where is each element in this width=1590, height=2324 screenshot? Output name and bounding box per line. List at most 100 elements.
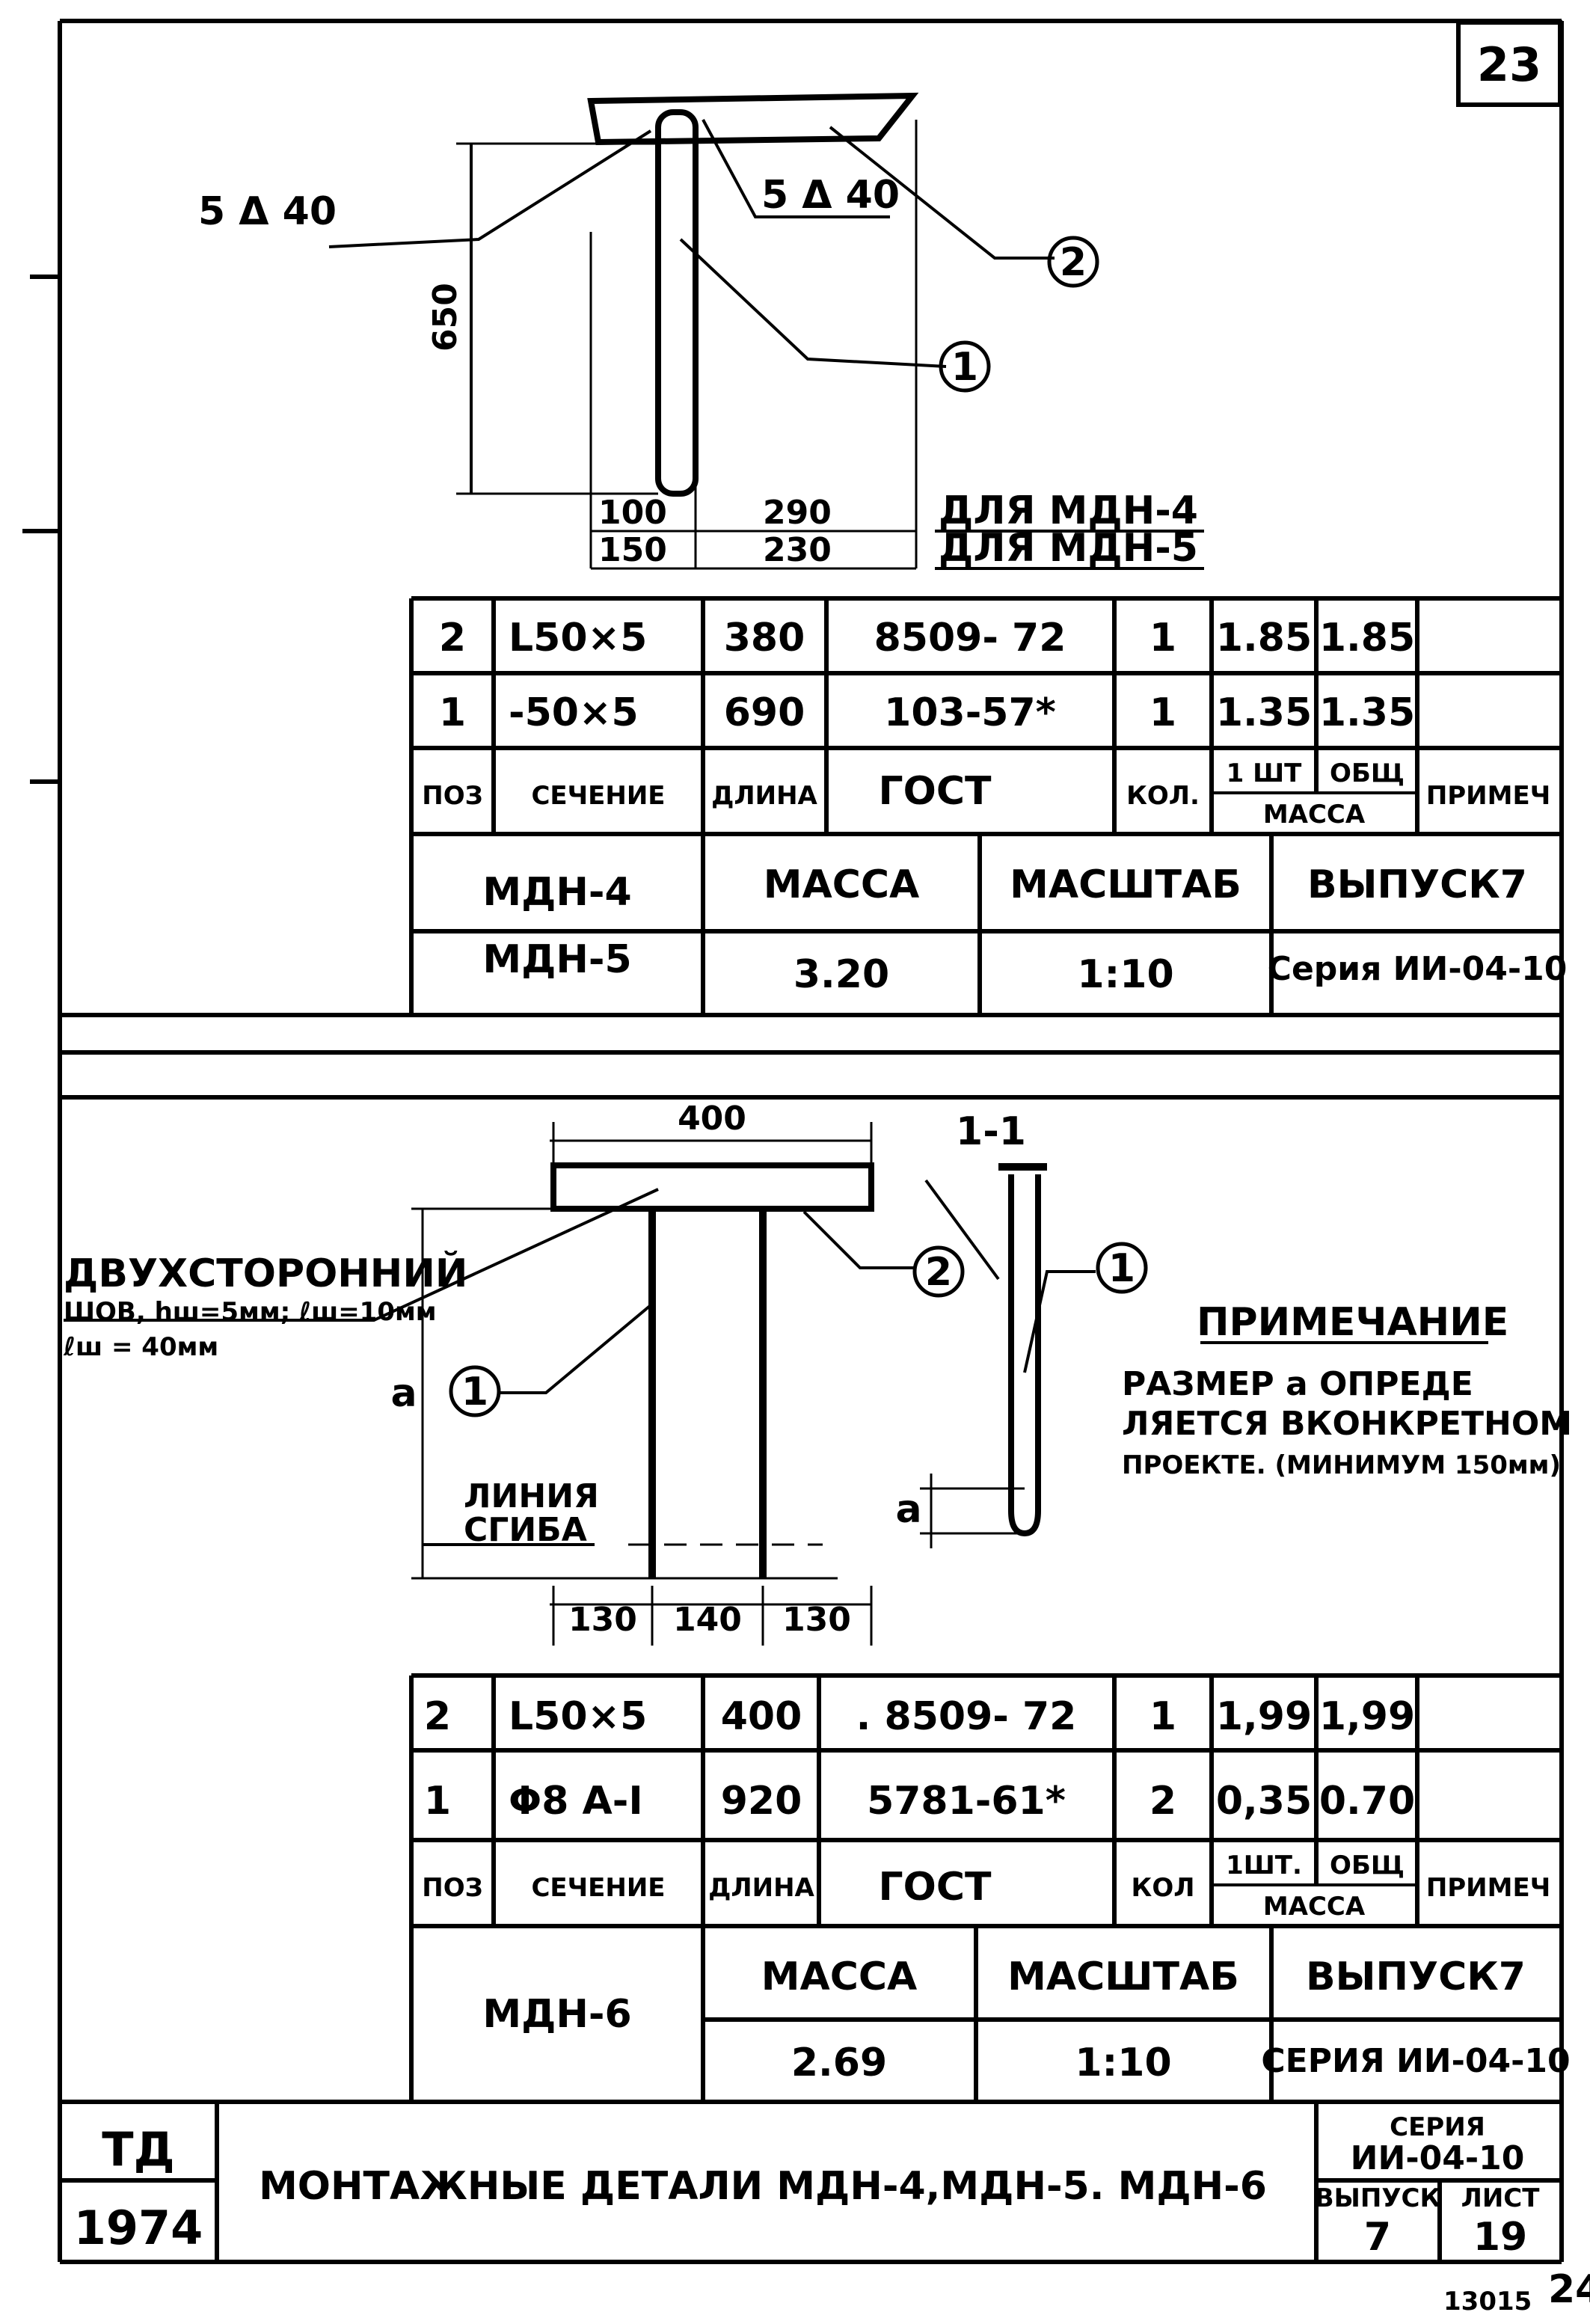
bottom-header-note: ПРИМЕЧ — [1426, 1873, 1550, 1903]
bottom-row1-length: 400 — [721, 1694, 802, 1739]
footer-sheet-label: ЛИСТ — [1461, 2183, 1541, 2213]
top-title-name1: МДН-4 — [482, 870, 631, 915]
weld-callout-left: 5 Δ 40 — [198, 189, 337, 234]
footer-org: ТД — [102, 2122, 175, 2177]
label-mdn4: ДЛЯ МДН-4 — [939, 488, 1198, 533]
top-row2-mass-unit: 1.35 — [1216, 690, 1312, 735]
top-labels: 5 Δ 40 5 Δ 40 2 1 650 100 150 290 230 ДЛ… — [198, 173, 1198, 571]
top-spec-table — [409, 596, 1562, 1015]
top-title-name2: МДН-5 — [482, 937, 631, 982]
top-row2-length: 690 — [724, 690, 805, 735]
dim-150: 150 — [598, 531, 667, 569]
weld-note-line2: ШОВ, hш=5мм; ℓш=10мм — [64, 1297, 437, 1327]
bottom-row2-gost: 5781-61* — [867, 1779, 1066, 1824]
footer-series-label: СЕРИЯ — [1390, 2112, 1485, 2142]
top-header-mass-unit: 1 ШТ — [1227, 758, 1302, 788]
top-row1-gost: 8509- 72 — [874, 616, 1066, 660]
top-row1-mass-unit: 1.85 — [1216, 616, 1312, 660]
bend-line-label1: ЛИНИЯ — [464, 1477, 599, 1515]
note-line2: ЛЯЕТСЯ ВКОНКРЕТНОМ — [1122, 1405, 1572, 1443]
footer-title: МОНТАЖНЫЕ ДЕТАЛИ МДН-4,МДН-5. МДН-6 — [259, 2164, 1267, 2209]
bottom-row2-section: Φ8 A-I — [509, 1779, 643, 1824]
dim-290: 290 — [763, 494, 832, 532]
archive-mark-left: 13015 — [1443, 2287, 1532, 2317]
bottom-scale-value: 1:10 — [1075, 2041, 1171, 2085]
bottom-mass-value: 2.69 — [791, 2041, 887, 2085]
bottom-row1-mass-unit: 1,99 — [1216, 1694, 1312, 1739]
label-mdn5: ДЛЯ МДН-5 — [939, 526, 1198, 571]
position-1-marker-bottom: 1 — [461, 1370, 488, 1414]
top-row1-qty: 1 — [1149, 616, 1176, 660]
dim-130-right: 130 — [782, 1601, 851, 1639]
top-row2-gost: 103-57* — [884, 690, 1056, 735]
note-line3: ПРОЕКТЕ. (МИНИМУМ 150мм) — [1122, 1450, 1561, 1480]
bottom-issue: ВЫПУСК7 — [1306, 1954, 1526, 1999]
dim-130-left: 130 — [568, 1601, 637, 1639]
footer-stamp — [60, 2100, 1562, 2262]
bottom-spec-cells: 2 L50×5 400 . 8509- 72 1 1,99 1,99 1 Φ8 … — [422, 1694, 1570, 2085]
bottom-header-mass: МАССА — [1263, 1892, 1366, 1922]
dim-a-vertical: a — [390, 1371, 417, 1416]
bottom-row1-qty: 1 — [1149, 1694, 1176, 1739]
top-row2-section: -50×5 — [509, 690, 639, 735]
bottom-header-qty: КОЛ — [1132, 1873, 1195, 1903]
top-row1-pos: 2 — [439, 616, 466, 660]
top-scale-label: МАСШТАБ — [1010, 862, 1241, 907]
note-line1: РАЗМЕР a ОПРЕДЕ — [1122, 1365, 1473, 1403]
bottom-row2-qty: 2 — [1149, 1779, 1176, 1824]
top-row1-length: 380 — [724, 616, 805, 660]
bottom-scale-label: МАСШТАБ — [1007, 1954, 1239, 1999]
sheet-number-box: 23 — [1456, 20, 1562, 107]
bottom-drawing — [64, 1122, 1488, 1646]
position-2-marker: 2 — [1060, 240, 1087, 285]
top-row2-pos: 1 — [439, 690, 466, 735]
dim-a-hook: a — [895, 1487, 921, 1532]
bottom-row2-mass-total: 0.70 — [1319, 1779, 1415, 1824]
dim-100: 100 — [598, 494, 667, 532]
bottom-header-section: СЕЧЕНИЕ — [531, 1873, 665, 1903]
note-title: ПРИМЕЧАНИЕ — [1197, 1300, 1508, 1345]
top-spec-cells: 2 L50×5 380 8509- 72 1 1.85 1.85 1 -50×5… — [422, 616, 1567, 997]
top-header-length: ДЛИНА — [711, 781, 817, 811]
dim-400: 400 — [678, 1100, 746, 1138]
dim-height: 650 — [426, 283, 464, 352]
top-header-note: ПРИМЕЧ — [1426, 781, 1550, 811]
top-series: Серия ИИ-04-10 — [1268, 950, 1568, 988]
weld-note-line3: ℓш = 40мм — [63, 1332, 218, 1362]
position-2-marker-bottom: 2 — [925, 1250, 952, 1295]
footer-text: ТД 1974 МОНТАЖНЫЕ ДЕТАЛИ МДН-4,МДН-5. МД… — [74, 2112, 1541, 2260]
top-row2-mass-total: 1.35 — [1319, 690, 1415, 735]
weld-note-line1: ДВУХСТОРОННИЙ — [64, 1251, 467, 1296]
bottom-series: СЕРИЯ ИИ-04-10 — [1261, 2042, 1570, 2080]
footer-issue-label: ВЫПУСК — [1315, 2183, 1441, 2213]
top-header-qty: КОЛ. — [1126, 781, 1200, 811]
dim-230: 230 — [763, 531, 832, 569]
top-row1-section: L50×5 — [509, 616, 647, 660]
outer-frame — [58, 19, 1564, 2264]
top-mass-label: МАССА — [764, 862, 920, 907]
footer-sheet-value: 19 — [1473, 2215, 1527, 2260]
position-1-marker: 1 — [951, 345, 978, 390]
bottom-mass-label: МАССА — [761, 1954, 918, 1999]
dim-140: 140 — [673, 1601, 742, 1639]
bend-line-label2: СГИБА — [464, 1511, 587, 1549]
top-row1-mass-total: 1.85 — [1319, 616, 1415, 660]
archive-mark-right: 24 — [1548, 2267, 1590, 2312]
footer-year: 1974 — [74, 2201, 203, 2255]
weld-callout-right: 5 Δ 40 — [761, 173, 900, 218]
top-header-mass: МАССА — [1263, 800, 1366, 830]
bottom-header-pos: ПОЗ — [422, 1873, 483, 1903]
bottom-row2-mass-unit: 0,35 — [1216, 1779, 1312, 1824]
bottom-title-name: МДН-6 — [482, 1992, 631, 2037]
position-1-marker-section: 1 — [1108, 1246, 1135, 1291]
bottom-labels: 400 2 1 1 1-1 ДВУХСТОРОННИЙ ШОВ, hш=5мм;… — [63, 1100, 1572, 1639]
bottom-header-mass-unit: 1ШТ. — [1226, 1851, 1302, 1880]
top-header-pos: ПОЗ — [422, 781, 483, 811]
top-header-gost: ГОСТ — [879, 769, 992, 814]
footer-series-value: ИИ-04-10 — [1351, 2139, 1525, 2177]
section-label: 1-1 — [956, 1109, 1026, 1154]
top-mass-value: 3.20 — [794, 952, 889, 997]
top-header-mass-total: ОБЩ — [1330, 758, 1405, 788]
top-drawing — [328, 92, 1204, 570]
